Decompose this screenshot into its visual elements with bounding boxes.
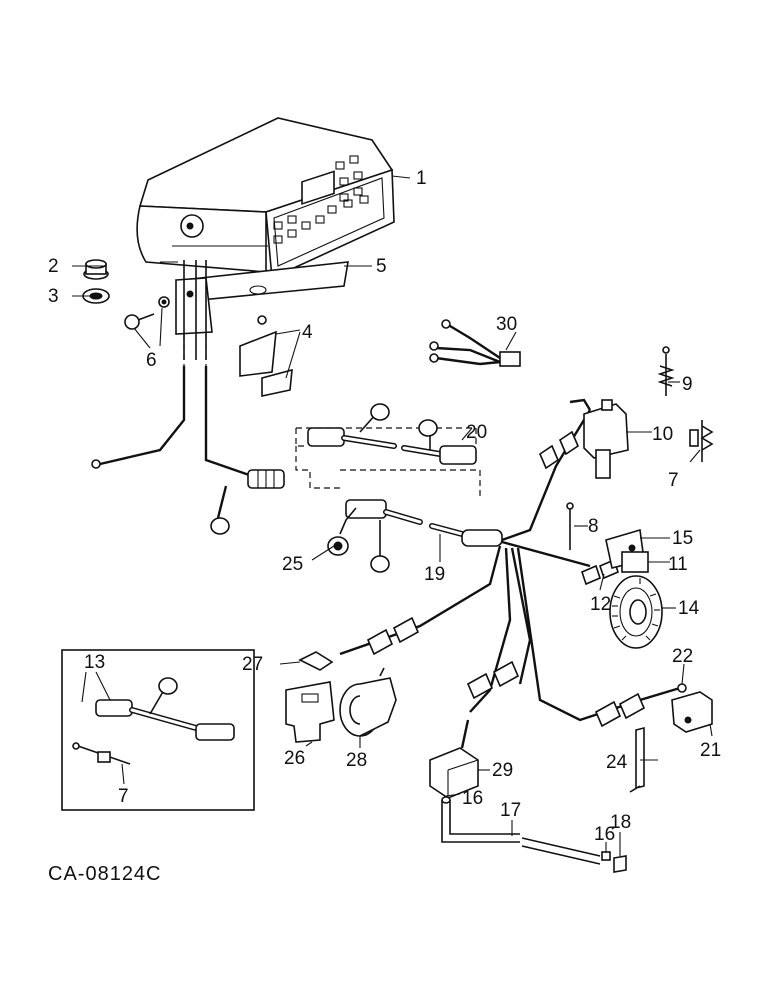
inset-detail	[61, 649, 255, 811]
callout-7-right: 7	[668, 470, 679, 491]
callout-10: 10	[652, 424, 673, 445]
callout-16-right: 16	[594, 824, 615, 845]
extension-cable-20	[295, 403, 481, 500]
callout-24: 24	[606, 752, 628, 773]
callout-6: 6	[146, 350, 157, 371]
hose-17	[441, 796, 627, 873]
callout-19: 19	[424, 564, 445, 585]
clamp-4	[239, 315, 293, 397]
grommet-2	[83, 259, 109, 280]
harness-connector-left	[247, 469, 285, 489]
pin-8	[566, 502, 574, 550]
spring-9	[657, 346, 675, 396]
screw-washer-6	[124, 296, 170, 330]
callout-16-left: 16	[462, 788, 483, 809]
callout-11: 11	[668, 554, 688, 575]
callout-17: 17	[500, 800, 521, 821]
drawing-code: CA-08124C	[48, 863, 162, 885]
callout-8: 8	[588, 516, 599, 537]
callout-22: 22	[672, 646, 693, 667]
bracket-26	[285, 681, 335, 743]
sensor-28	[339, 667, 397, 737]
clip-27	[298, 651, 334, 671]
leader-lines	[72, 175, 713, 856]
plug-7-right	[689, 420, 714, 462]
callout-14: 14	[678, 598, 700, 619]
callout-4: 4	[302, 322, 313, 343]
callout-18: 18	[610, 812, 631, 833]
callout-2: 2	[48, 256, 59, 277]
callout-26: 26	[284, 748, 305, 769]
callout-27: 27	[242, 654, 263, 675]
callout-20: 20	[466, 422, 487, 443]
callout-labels: 1 2 3 4 5 6 7 7 8 9 10 11 12 13 14 15 16…	[48, 168, 721, 845]
callout-9: 9	[682, 374, 693, 395]
callout-21: 21	[700, 740, 721, 761]
bracket-21	[671, 691, 713, 733]
callout-13: 13	[84, 652, 105, 673]
jumper-harness-30	[429, 319, 521, 367]
callout-30: 30	[496, 314, 517, 335]
callout-3: 3	[48, 286, 59, 307]
callout-25: 25	[282, 554, 303, 575]
sensor-bracket-15	[605, 528, 649, 573]
callout-15: 15	[672, 528, 693, 549]
callout-29: 29	[492, 760, 513, 781]
switch-10	[569, 398, 629, 479]
pulse-disc-14	[609, 575, 663, 649]
callout-12: 12	[590, 594, 611, 615]
mounting-bracket	[160, 245, 349, 366]
connector-assembly-19	[327, 499, 465, 573]
callout-5: 5	[376, 256, 387, 277]
relay-29	[429, 719, 479, 799]
callout-1: 1	[416, 168, 427, 189]
callout-7-inset: 7	[118, 786, 129, 807]
callout-28: 28	[346, 750, 367, 771]
console-harness	[91, 366, 253, 535]
monitor-console	[136, 117, 395, 280]
bracket-24	[629, 726, 645, 793]
main-harness	[339, 409, 687, 728]
